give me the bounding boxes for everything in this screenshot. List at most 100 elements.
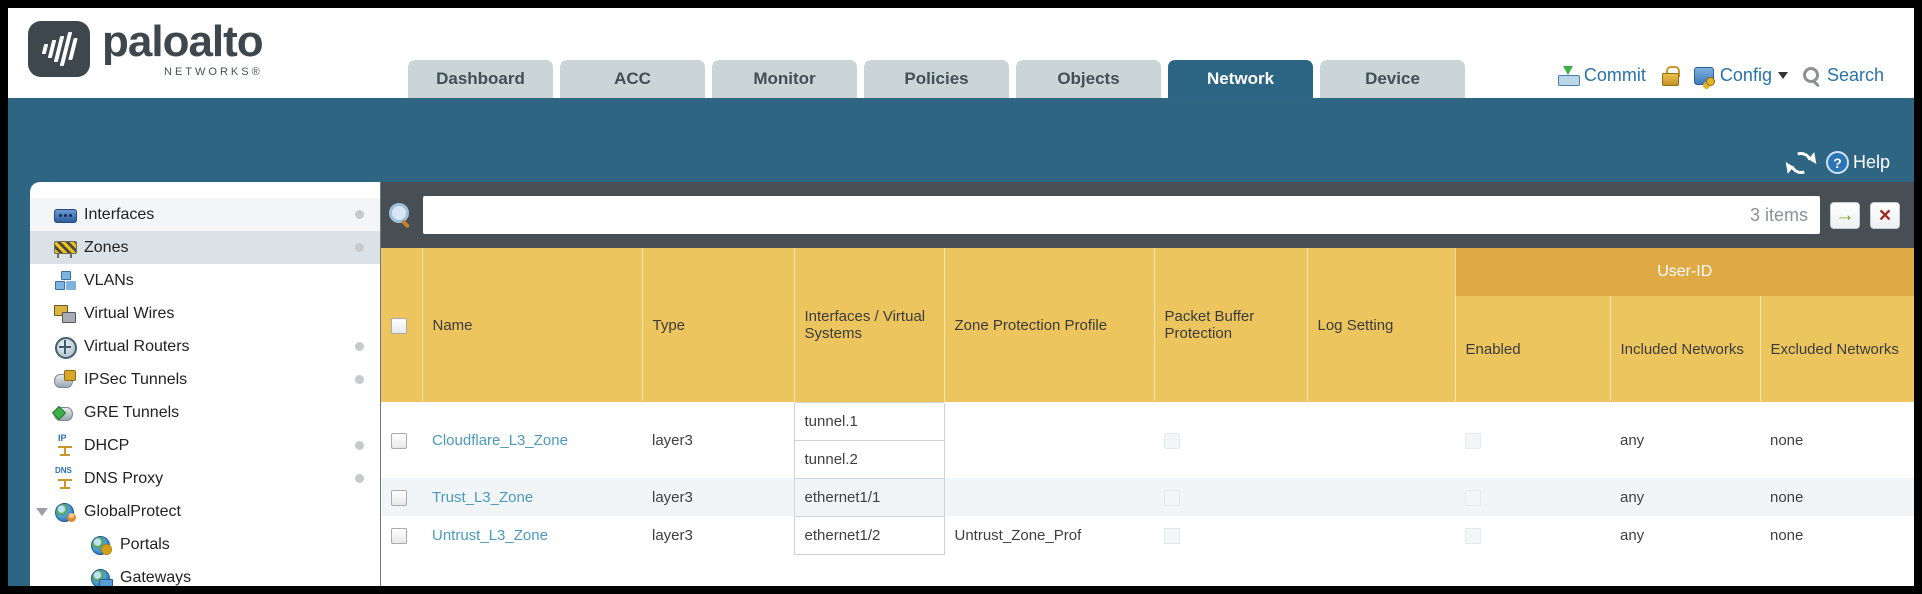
packet-buffer-cell [1154,478,1307,516]
excluded-networks-cell: none [1770,431,1804,449]
zone-name-link[interactable]: Cloudflare_L3_Zone [432,431,568,449]
brand-name: paloalto [102,17,264,66]
tab-acc[interactable]: ACC [560,60,705,98]
sidebar-item-gre-tunnels[interactable]: GRE Tunnels [30,396,380,429]
tab-device[interactable]: Device [1320,60,1465,98]
help-icon: ? [1825,151,1849,174]
help-label: Help [1852,152,1890,172]
globalprotect-icon [54,502,76,522]
row-select-cell [381,478,422,516]
zone-type-cell: layer3 [652,526,693,544]
teal-banner: ? Help [8,98,1914,182]
help-button[interactable]: ? Help [1825,151,1890,174]
interfaces-icon [54,205,77,225]
vlans-icon [54,270,76,291]
config-menu-button[interactable]: Config [1693,65,1788,86]
paloalto-logo-icon [28,21,90,77]
clear-filter-button[interactable]: × [1870,201,1900,229]
interface-cell: ethernet1/1 [793,477,945,517]
row-checkbox[interactable] [391,432,407,449]
tab-network[interactable]: Network [1168,60,1313,98]
ipsec-tunnels-icon [54,369,76,390]
items-count: 3 items [1749,204,1808,225]
tab-policies[interactable]: Policies [864,60,1009,98]
user-id-enabled-cell [1455,516,1610,554]
row-checkbox[interactable] [391,527,407,544]
packet-buffer-checkbox [1164,527,1180,544]
zone-name-link[interactable]: Untrust_L3_Zone [432,526,548,544]
sidebar-item-interfaces[interactable]: Interfaces [30,198,380,231]
col-header-log-setting[interactable]: Log Setting [1307,248,1456,402]
refresh-icon[interactable] [1786,147,1816,178]
sidebar-item-dhcp[interactable]: DHCP [30,429,380,462]
user-id-enabled-checkbox [1465,432,1481,449]
col-header-included-networks[interactable]: Included Networks [1610,296,1761,402]
filter-search-input[interactable] [423,196,1750,234]
red-x-icon: × [1878,203,1892,227]
packet-buffer-checkbox [1164,489,1180,506]
col-header-packet-buffer[interactable]: Packet Buffer Protection [1154,248,1308,402]
packet-buffer-checkbox [1164,432,1180,449]
sidebar-item-gateways[interactable]: Gateways [30,561,380,586]
sidebar-item-dns-proxy[interactable]: DNS Proxy [30,462,380,495]
filter-search-box: 3 items [423,196,1820,234]
zone-type-cell: layer3 [642,478,794,516]
virtual-wires-icon [54,304,76,324]
interface-cell: tunnel.1 [793,401,945,441]
config-label: Config [1719,65,1772,85]
global-search-button[interactable]: Search [1802,65,1884,86]
col-header-enabled[interactable]: Enabled [1455,296,1611,402]
packet-buffer-cell [1154,402,1307,478]
row-checkbox[interactable] [391,489,407,506]
gateways-icon [90,568,113,586]
excluded-networks-cell: none [1760,478,1914,516]
expand-caret-icon[interactable] [36,507,48,516]
row-select-cell [381,516,422,554]
filter-toolbar: 3 items → × [381,182,1914,248]
status-dot [355,342,364,351]
table-row-cloudflare: Cloudflare_L3_Zone layer3 tunnel.1 any n… [381,401,1914,449]
col-header-excluded-networks[interactable]: Excluded Networks [1760,296,1914,402]
col-header-name[interactable]: Name [422,248,643,402]
table-row-untrust: Untrust_L3_Zone layer3 ethernet1/2 Untru… [381,515,1914,555]
dns-proxy-icon [54,466,76,489]
sidebar-item-globalprotect[interactable]: GlobalProtect [30,495,380,528]
sidebar-item-portals[interactable]: Portals [30,528,380,561]
green-arrow-icon: → [1835,204,1855,226]
apply-filter-button[interactable]: → [1830,201,1860,229]
tab-objects[interactable]: Objects [1016,60,1161,98]
lock-icon[interactable] [1661,65,1680,86]
dhcp-icon [54,433,76,456]
app-header: paloalto NETWORKS® Dashboard ACC Monitor… [8,8,1914,98]
col-header-type[interactable]: Type [642,248,795,402]
included-networks-cell: any [1620,526,1645,544]
interface-cell: tunnel.2 [793,439,945,479]
zone-name-link[interactable]: Trust_L3_Zone [432,488,534,506]
select-all-checkbox[interactable] [391,317,407,334]
zone-protection-cell [944,402,1154,478]
tab-monitor[interactable]: Monitor [712,60,857,98]
main-content: 3 items → × Name Type [381,182,1914,586]
included-networks-cell: any [1610,478,1760,516]
zone-name-cell: Cloudflare_L3_Zone [422,402,642,478]
tab-dashboard[interactable]: Dashboard [408,60,553,98]
panos-app: paloalto NETWORKS® Dashboard ACC Monitor… [8,8,1914,586]
sidebar-item-virtual-routers[interactable]: Virtual Routers [30,330,380,363]
user-id-enabled-checkbox [1465,527,1481,544]
sidebar-item-ipsec-tunnels[interactable]: IPSec Tunnels [30,363,380,396]
commit-icon [1557,65,1580,86]
network-sidebar: Interfaces Zones VLANs Virtual Wires Vir… [30,182,381,586]
col-header-zone-protection[interactable]: Zone Protection Profile [944,248,1155,402]
sidebar-item-vlans[interactable]: VLANs [30,264,380,297]
status-dot [355,441,364,450]
brand-subtitle: NETWORKS® [164,66,263,78]
sidebar-item-zones[interactable]: Zones [30,231,380,264]
interface-cell: ethernet1/2 [793,515,945,555]
commit-button[interactable]: Commit [1557,65,1646,86]
zones-table: Name Type Interfaces / Virtual Systems Z… [381,248,1914,555]
portals-icon [90,535,112,555]
sidebar-item-virtual-wires[interactable]: Virtual Wires [30,297,380,330]
commit-label: Commit [1583,65,1646,85]
col-header-interfaces[interactable]: Interfaces / Virtual Systems [794,248,945,402]
row-select-cell [381,402,422,478]
